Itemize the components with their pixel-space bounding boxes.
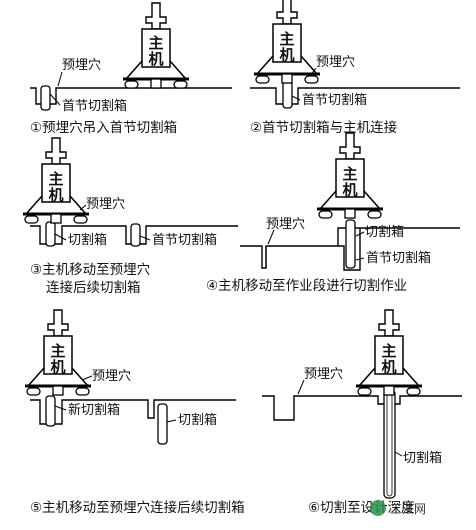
first-box-label: 首节切割箱 (62, 98, 127, 114)
first-cut-box (282, 81, 293, 109)
machine-label-2: 机 (279, 46, 294, 64)
machine-label-1: 主 (342, 165, 357, 183)
pocket-label: 预埋穴 (316, 55, 355, 70)
first-cut-box (130, 223, 141, 247)
step-caption-line-2: 连接后续切割箱 (46, 279, 141, 296)
machine-label-1: 主 (381, 342, 396, 360)
watermark-text: 工法网 (390, 502, 426, 516)
machine-label-2: 机 (48, 186, 63, 204)
ground-line (30, 87, 232, 105)
first-cut-box (40, 85, 51, 111)
step-caption: ①预埋穴吊入首节切割箱 (30, 119, 177, 136)
machine-label-1: 主 (279, 30, 294, 48)
watermark-logo-icon (370, 500, 386, 516)
machine-label-1: 主 (50, 342, 65, 360)
step-1-panel: 主 机 预埋穴 首节切割箱 ①预埋穴吊入首节切割箱 (30, 1, 232, 136)
step-caption: ④主机移动至作业段进行切割作业 (206, 277, 407, 294)
step-caption: ⑤主机移动至预埋穴连接后续切割箱 (30, 499, 245, 516)
pocket-label: 预埋穴 (304, 367, 343, 382)
step-caption-line-1: ③主机移动至预埋穴 (30, 262, 150, 278)
step-3-panel: 主 机 预埋穴 切割箱 首节切割箱 ③主机移动至预埋穴 连接后续切割箱 (21, 136, 238, 296)
new-cut-box (45, 395, 56, 427)
machine-label-1: 主 (148, 34, 163, 52)
cut-box (45, 221, 56, 247)
cut-box-label: 切割箱 (403, 450, 442, 466)
cut-box (345, 219, 356, 269)
machine-label-2: 机 (381, 358, 396, 376)
machine-label-2: 机 (342, 181, 357, 199)
cut-box (383, 389, 396, 499)
watermark: 工法网 (370, 500, 426, 516)
step-2-panel: 主 机 预埋穴 首节切割箱 ②首节切割箱与主机连接 (250, 0, 460, 136)
first-box-label: 首节切割箱 (152, 232, 217, 248)
new-box-label: 新切割箱 (68, 402, 120, 418)
ground-line (30, 399, 236, 425)
ground-line (262, 395, 462, 421)
cut-box (157, 403, 168, 445)
step-caption: ②首节切割箱与主机连接 (250, 119, 397, 136)
cut-box-label: 切割箱 (178, 412, 217, 428)
step-4-panel: 主 机 预埋穴 切割箱 首节切割箱 ④主机移动至作业段进行切割作业 (206, 131, 460, 294)
step-5-panel: 主 机 预埋穴 新切割箱 切割箱 ⑤主机移动至预埋穴连接后续切割箱 (23, 308, 245, 516)
cut-box-label: 切割箱 (365, 224, 404, 240)
first-box-label: 首节切割箱 (366, 250, 431, 266)
ground-line (30, 225, 238, 245)
pocket-label: 预埋穴 (86, 197, 125, 212)
pocket-label: 预埋穴 (266, 217, 305, 232)
machine-label-2: 机 (148, 50, 163, 68)
machine-label-1: 主 (48, 170, 63, 188)
first-box-label: 首节切割箱 (302, 92, 367, 108)
step-caption: ⑥切割至设计深度 (308, 499, 415, 516)
machine-label-2: 机 (50, 358, 65, 376)
pocket-label: 预埋穴 (92, 369, 131, 384)
cut-box-label: 切割箱 (68, 232, 107, 248)
pocket-label: 预埋穴 (62, 58, 101, 73)
step-6-panel: 主 机 预埋穴 切割箱 ⑥切割至设计深度 (262, 308, 462, 516)
